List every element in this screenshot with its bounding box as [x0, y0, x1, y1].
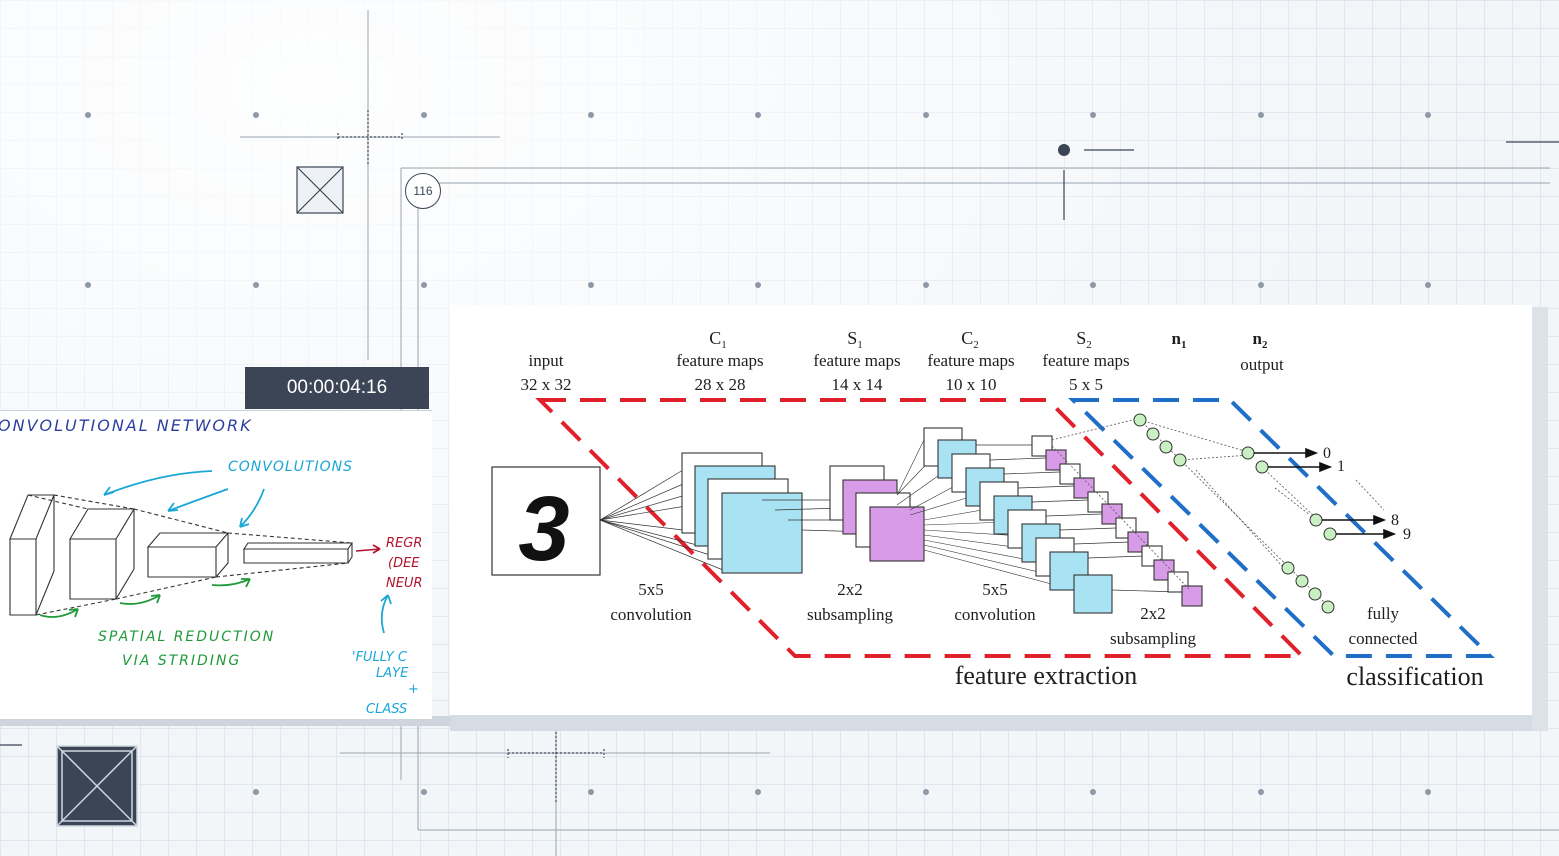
- s1-maps-label: feature maps: [813, 351, 900, 370]
- output-8: 8: [1391, 512, 1399, 529]
- op4-kernel: 2x2: [1140, 604, 1166, 623]
- s2-label: S2: [1076, 328, 1092, 351]
- op1-kernel: 5x5: [638, 580, 664, 599]
- s1-label: S1: [847, 328, 863, 351]
- fully-connected-lines: [1051, 417, 1385, 607]
- c2-to-s2-connections: [976, 444, 1181, 593]
- s2-feature-maps: [1031, 435, 1203, 607]
- input-label: input: [529, 351, 564, 370]
- n2-neurons: [1241, 446, 1337, 541]
- sketch-fc-label-3: +: [408, 682, 419, 697]
- sketch-spatial-label-2: VIA STRIDING: [122, 653, 241, 669]
- input-to-c1-connections: [599, 469, 724, 571]
- output-9: 9: [1403, 526, 1411, 543]
- classification-title: classification: [1346, 662, 1483, 691]
- video-timecode: 00:00:04:16: [245, 367, 429, 409]
- s1-feature-maps: [829, 465, 925, 562]
- c2-feature-maps: [923, 427, 1113, 614]
- c1-label: C1: [709, 328, 727, 351]
- classification-region: [1068, 398, 1495, 658]
- diagram-card-shadow-right: [1532, 307, 1548, 731]
- feature-extraction-title: feature extraction: [955, 661, 1138, 690]
- sketch-regr-label-3: NEUR: [386, 576, 423, 591]
- slide-number-badge: 116: [405, 173, 441, 209]
- sketch-panel-shadow: [0, 716, 530, 726]
- s1-size: 14 x 14: [832, 375, 884, 394]
- s2-size: 5 x 5: [1069, 375, 1103, 394]
- op3-name: convolution: [954, 605, 1036, 624]
- striding-arrows: [39, 578, 251, 618]
- op4-name: subsampling: [1110, 629, 1196, 648]
- op2-kernel: 2x2: [837, 580, 863, 599]
- input-image: [491, 466, 601, 576]
- sketch-convolutions-label: CONVOLUTIONS: [228, 459, 353, 475]
- op5-line1: fully: [1367, 604, 1400, 623]
- input-digit: 3: [518, 478, 569, 580]
- input-size: 32 x 32: [521, 375, 572, 394]
- op1-name: convolution: [610, 605, 692, 624]
- c2-maps-label: feature maps: [927, 351, 1014, 370]
- sketch-fc-label-4: CLASS: [366, 702, 407, 717]
- output-arrows: [1254, 447, 1397, 540]
- regression-arrow: [355, 544, 381, 554]
- c2-label: C2: [961, 328, 979, 351]
- diagram-card: input 32 x 32 C1 feature maps 28 x 28 S1…: [450, 305, 1532, 715]
- sketch-panel: ONVOLUTIONAL NETWORK CONVOLUTIONS REGR (…: [0, 410, 432, 719]
- s2-maps-label: feature maps: [1042, 351, 1129, 370]
- c1-maps-label: feature maps: [676, 351, 763, 370]
- op3-kernel: 5x5: [982, 580, 1008, 599]
- c2-size: 10 x 10: [946, 375, 997, 394]
- sketch-volumes: [9, 494, 354, 616]
- sketch-regr-label-2: (DEE: [388, 556, 420, 571]
- c1-feature-maps: [681, 452, 803, 574]
- output-label: output: [1240, 355, 1284, 374]
- c1-size: 28 x 28: [695, 375, 746, 394]
- n1-neurons: [1133, 413, 1335, 614]
- n1-label: n1: [1172, 329, 1187, 351]
- output-1: 1: [1337, 458, 1345, 475]
- n2-label: n2: [1253, 329, 1268, 351]
- sketch-fc-label-2: LAYE: [376, 666, 409, 681]
- hand-drawn-cnn-sketch: ONVOLUTIONAL NETWORK CONVOLUTIONS REGR (…: [0, 416, 423, 717]
- sketch-fc-label-1: 'FULLY C: [352, 650, 408, 665]
- op5-line2: connected: [1349, 629, 1418, 648]
- sketch-regr-label-1: REGR: [386, 536, 422, 551]
- diagram-card-shadow: [450, 715, 1548, 731]
- feature-extraction-region: [535, 398, 1307, 658]
- op2-name: subsampling: [807, 605, 893, 624]
- output-0: 0: [1323, 445, 1331, 462]
- lenet-diagram: input 32 x 32 C1 feature maps 28 x 28 S1…: [491, 328, 1495, 691]
- convolution-arrows: [103, 470, 265, 528]
- sketch-title: ONVOLUTIONAL NETWORK: [0, 416, 253, 435]
- fully-connected-arrow: [380, 594, 392, 634]
- sketch-spatial-label-1: SPATIAL REDUCTION: [98, 629, 275, 645]
